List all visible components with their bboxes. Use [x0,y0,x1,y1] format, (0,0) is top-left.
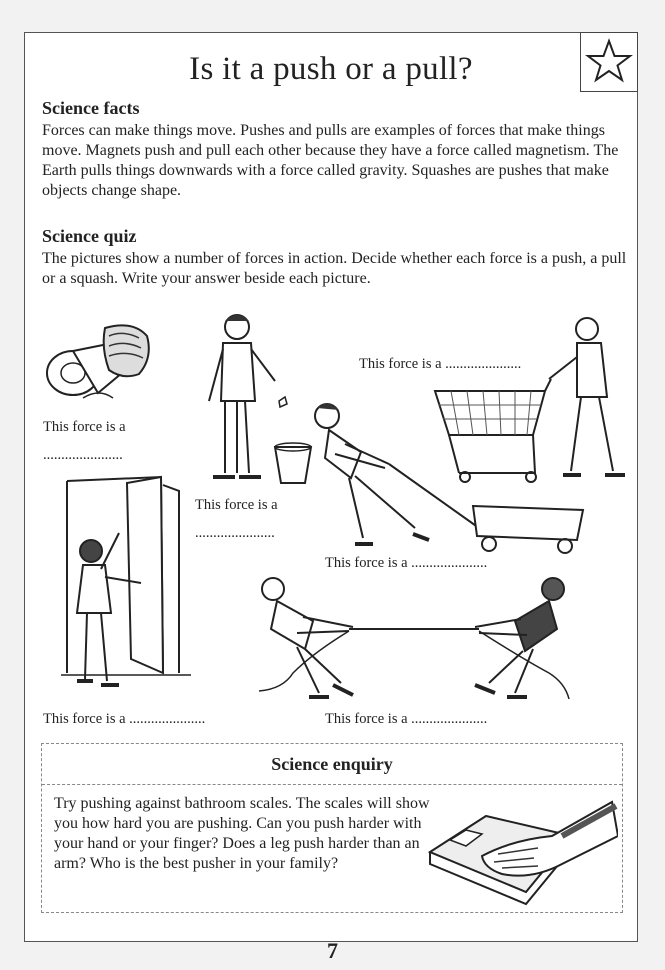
caption-can: This force is a [43,419,126,435]
caption-door: This force is a ..................... [43,711,206,727]
caption-tug: This force is a ..................... [325,711,488,727]
star-badge [580,32,638,92]
caption-bin-blank: ...................... [195,525,275,541]
tug-of-war-illustration [253,573,573,703]
squashed-can-illustration [43,318,155,408]
boy-bin-illustration [195,311,315,491]
page-number: 7 [327,938,338,963]
caption-can-blank: ...................... [43,447,123,463]
facts-text: Forces can make things move. Pushes and … [42,122,619,199]
page-title: Is it a push or a pull? [189,51,473,87]
enquiry-divider [42,784,622,785]
facts-heading: Science facts [42,98,140,118]
caption-bin: This force is a [195,497,278,513]
worksheet-page: Is it a push or a pull? Science facts Fo… [24,32,638,942]
quiz-heading: Science quiz [42,226,137,246]
girl-door-illustration [61,473,201,698]
enquiry-text: Try pushing against bathroom scales. The… [54,795,430,872]
caption-trolley: This force is a ..................... [359,356,522,372]
caption-cart: This force is a ..................... [325,555,488,571]
quiz-text: The pictures show a number of forces in … [42,250,627,287]
scales-illustration [422,796,618,906]
enquiry-title: Science enquiry [271,754,393,774]
trolley-illustration [431,313,631,488]
enquiry-box: Science enquiry Try pushing against bath… [41,743,623,913]
girl-cart-illustration [305,398,595,558]
star-icon [585,38,633,83]
